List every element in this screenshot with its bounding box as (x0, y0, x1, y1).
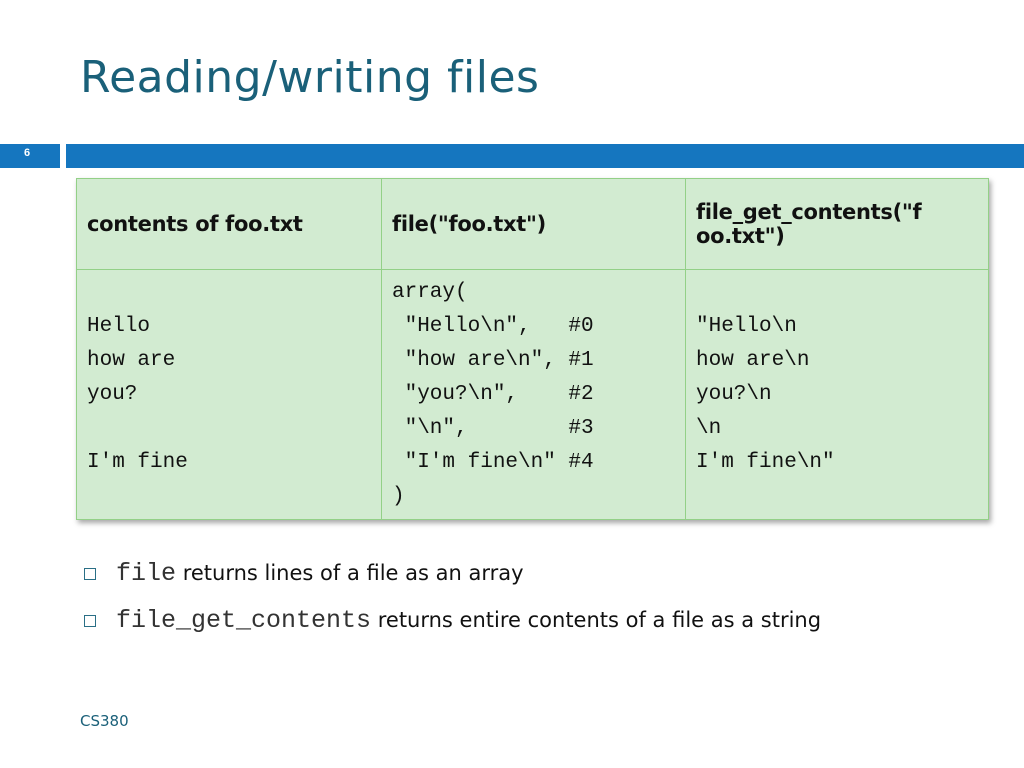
table-cell-contents: Hello how are you? I'm fine (76, 269, 382, 520)
bullet-square-icon (84, 615, 96, 627)
bullet-text: returns lines of a file as an array (176, 561, 524, 585)
table-row: Hello how are you? I'm fine array( "Hell… (76, 269, 989, 520)
file-output-code: array( "Hello\n", #0 "how are\n", #1 "yo… (392, 280, 594, 508)
bullet-square-icon (84, 568, 96, 580)
file-get-contents-output-code: "Hello\n how are\n you?\n \n I'm fine\n" (696, 314, 835, 474)
footer-course-label: CS380 (80, 712, 129, 730)
bullet-list: file returns lines of a file as an array… (80, 556, 1000, 650)
slide-number-box (0, 144, 60, 168)
header-bar (66, 144, 1024, 168)
slide-title: Reading/writing files (80, 52, 540, 103)
table-cell-file-get-contents: "Hello\n how are\n you?\n \n I'm fine\n" (685, 269, 989, 520)
table-header-file-get-contents: file_get_contents("f oo.txt") (685, 178, 989, 270)
bullet-code: file_get_contents (116, 606, 372, 635)
table-header-row: contents of foo.txt file("foo.txt") file… (76, 178, 989, 270)
bullet-item: file_get_contents returns entire content… (80, 603, 1000, 638)
slide-number: 6 (24, 147, 31, 159)
table-header-file: file("foo.txt") (381, 178, 686, 270)
comparison-table: contents of foo.txt file("foo.txt") file… (76, 178, 989, 520)
table-header-contents: contents of foo.txt (76, 178, 382, 270)
bullet-text: returns entire contents of a file as a s… (371, 608, 822, 632)
table-cell-file: array( "Hello\n", #0 "how are\n", #1 "yo… (381, 269, 686, 520)
contents-code: Hello how are you? I'm fine (87, 314, 188, 474)
table-header-file-get-contents-text: file_get_contents("f oo.txt") (696, 200, 922, 248)
bullet-item: file returns lines of a file as an array (80, 556, 1000, 591)
bullet-code: file (116, 559, 177, 588)
